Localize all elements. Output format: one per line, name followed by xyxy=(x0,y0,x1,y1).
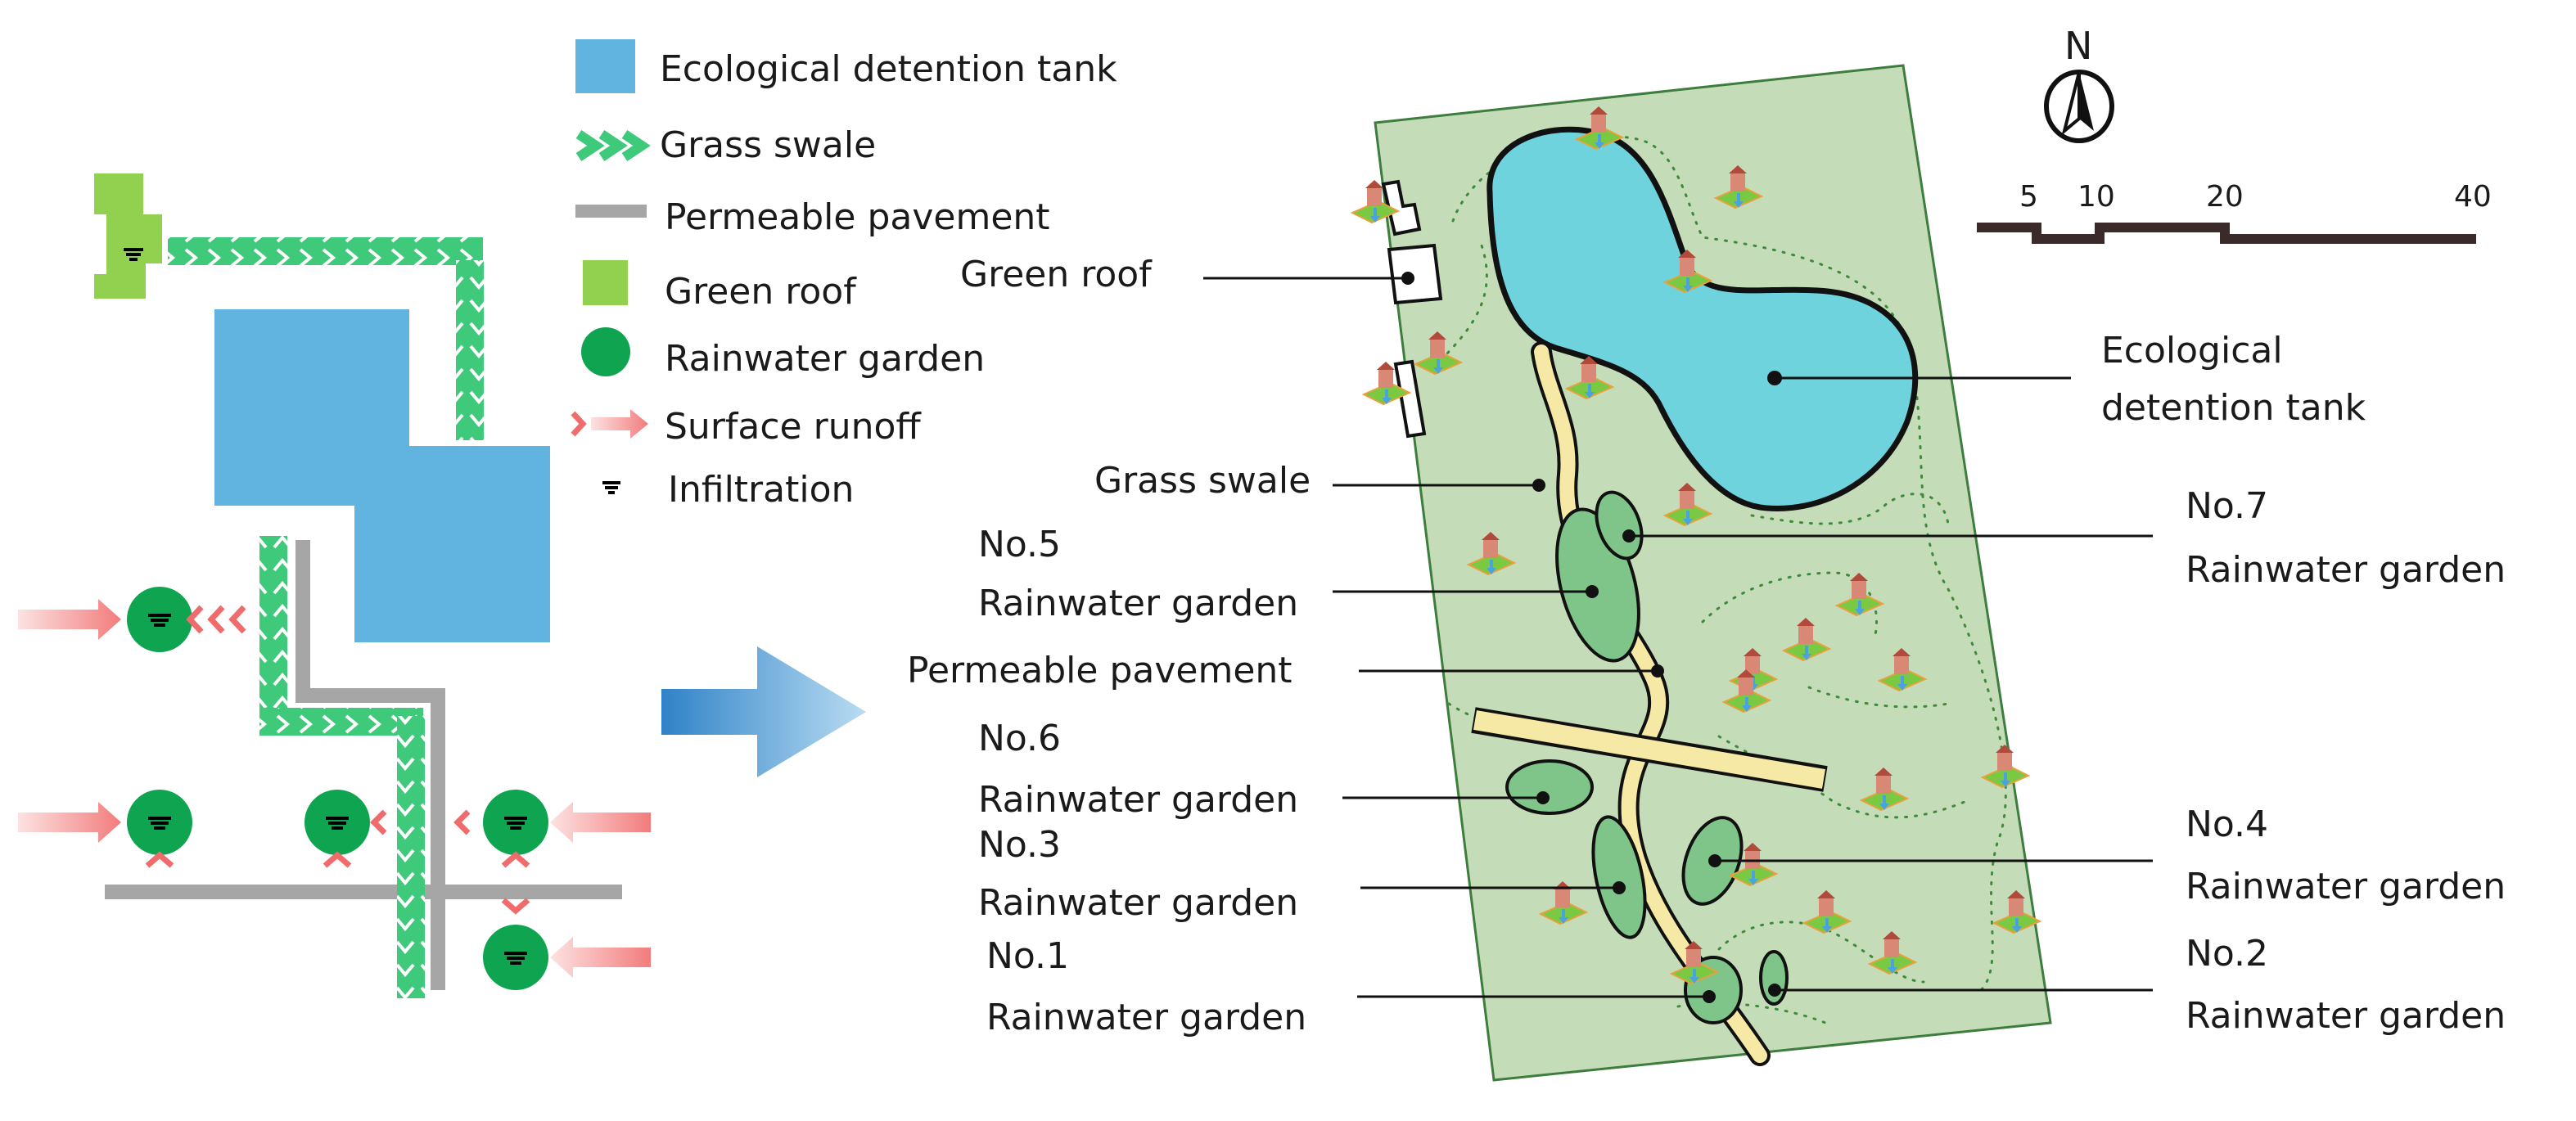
site-tank xyxy=(1487,126,1919,511)
site-buildings xyxy=(1381,179,1443,439)
schematic-swale-down2 xyxy=(397,716,425,998)
legend-swatch-infiltration xyxy=(602,481,620,494)
callout-permeable-pavement: Permeable pavement xyxy=(907,650,1293,691)
north-arrow-icon xyxy=(2044,70,2114,143)
legend-swatch-garden xyxy=(581,327,630,376)
callout-no6-sub: Rainwater garden xyxy=(978,779,1298,821)
runoff-chevrons xyxy=(145,605,530,915)
callout-no7-sub: Rainwater garden xyxy=(2186,549,2506,591)
callout-no7: No.7 xyxy=(2186,485,2268,527)
legend-label-pavement: Permeable pavement xyxy=(665,196,1050,238)
callout-grass-swale: Grass swale xyxy=(1094,460,1311,502)
callout-no6: No.6 xyxy=(978,718,1061,759)
north-arrow: N xyxy=(2044,24,2114,143)
callout-no1: No.1 xyxy=(986,935,1069,977)
schematic-swale-down xyxy=(456,260,484,440)
legend-swatch-swale xyxy=(575,130,651,161)
callout-no1-sub: Rainwater garden xyxy=(986,997,1306,1038)
callout-tank-1: Ecological xyxy=(2101,330,2283,371)
leader-lines xyxy=(1203,277,2153,998)
scale-tick-10: 10 xyxy=(2077,180,2115,214)
schematic-green-roof xyxy=(94,173,162,299)
schematic-tank xyxy=(214,309,550,642)
callout-no4-sub: Rainwater garden xyxy=(2186,866,2506,907)
north-label: N xyxy=(2064,24,2092,68)
legend: Ecological detention tank Grass swale Pe… xyxy=(571,39,1117,511)
legend-label-roof: Green roof xyxy=(665,271,857,313)
leader-dots xyxy=(1401,272,1782,1003)
transition-arrow xyxy=(661,646,866,777)
legend-swatch-runoff xyxy=(571,409,648,439)
schematic-swale-top xyxy=(168,237,483,265)
legend-swatch-roof xyxy=(583,260,628,305)
building xyxy=(1387,243,1443,305)
legend-swatch-pavement xyxy=(575,205,647,218)
building xyxy=(1393,359,1427,439)
schematic-pavement xyxy=(105,540,622,990)
site-pavement-fill xyxy=(1534,344,1767,1063)
scale-bar-line xyxy=(1977,223,2476,244)
schematic-swale-up xyxy=(259,536,287,716)
legend-label-runoff: Surface runoff xyxy=(665,406,922,448)
scale-tick-20: 20 xyxy=(2206,180,2244,214)
callout-no3-sub: Rainwater garden xyxy=(978,882,1298,924)
site-boundary xyxy=(1374,64,2052,1082)
schematic-rain-gardens xyxy=(18,587,651,990)
legend-label-swale: Grass swale xyxy=(660,124,876,166)
legend-label-tank: Ecological detention tank xyxy=(660,48,1117,90)
callout-no5: No.5 xyxy=(978,524,1061,565)
site-pavement-cross-fill xyxy=(1473,710,1825,789)
callout-no2: No.2 xyxy=(2186,933,2268,975)
infiltration-icon xyxy=(124,248,143,261)
callouts: Green roof Ecological detention tank Gra… xyxy=(907,254,2506,1038)
callout-no5-sub: Rainwater garden xyxy=(978,583,1298,624)
building xyxy=(1381,179,1422,236)
callout-tank-2: detention tank xyxy=(2101,387,2366,429)
callout-no3: No.3 xyxy=(978,824,1061,866)
site-rain-gardens xyxy=(1505,490,1789,1024)
scale-tick-5: 5 xyxy=(2019,180,2038,214)
site-plan: Green roof Ecological detention tank Gra… xyxy=(907,64,2506,1082)
legend-swatch-tank xyxy=(575,39,635,93)
garden-no6 xyxy=(1505,759,1594,815)
scale-tick-40: 40 xyxy=(2454,180,2492,214)
scale-bar: 5 10 20 40 xyxy=(1977,180,2492,244)
callout-no4: No.4 xyxy=(2186,804,2268,845)
runoff-arrows xyxy=(18,599,651,978)
callout-green-roof: Green roof xyxy=(960,254,1153,295)
schematic xyxy=(18,173,866,998)
garden-no3 xyxy=(1591,815,1647,939)
callout-no2-sub: Rainwater garden xyxy=(2186,995,2506,1037)
schematic-swale-mid xyxy=(259,708,423,736)
legend-label-infiltration: Infiltration xyxy=(668,469,854,511)
legend-label-garden: Rainwater garden xyxy=(665,338,985,380)
